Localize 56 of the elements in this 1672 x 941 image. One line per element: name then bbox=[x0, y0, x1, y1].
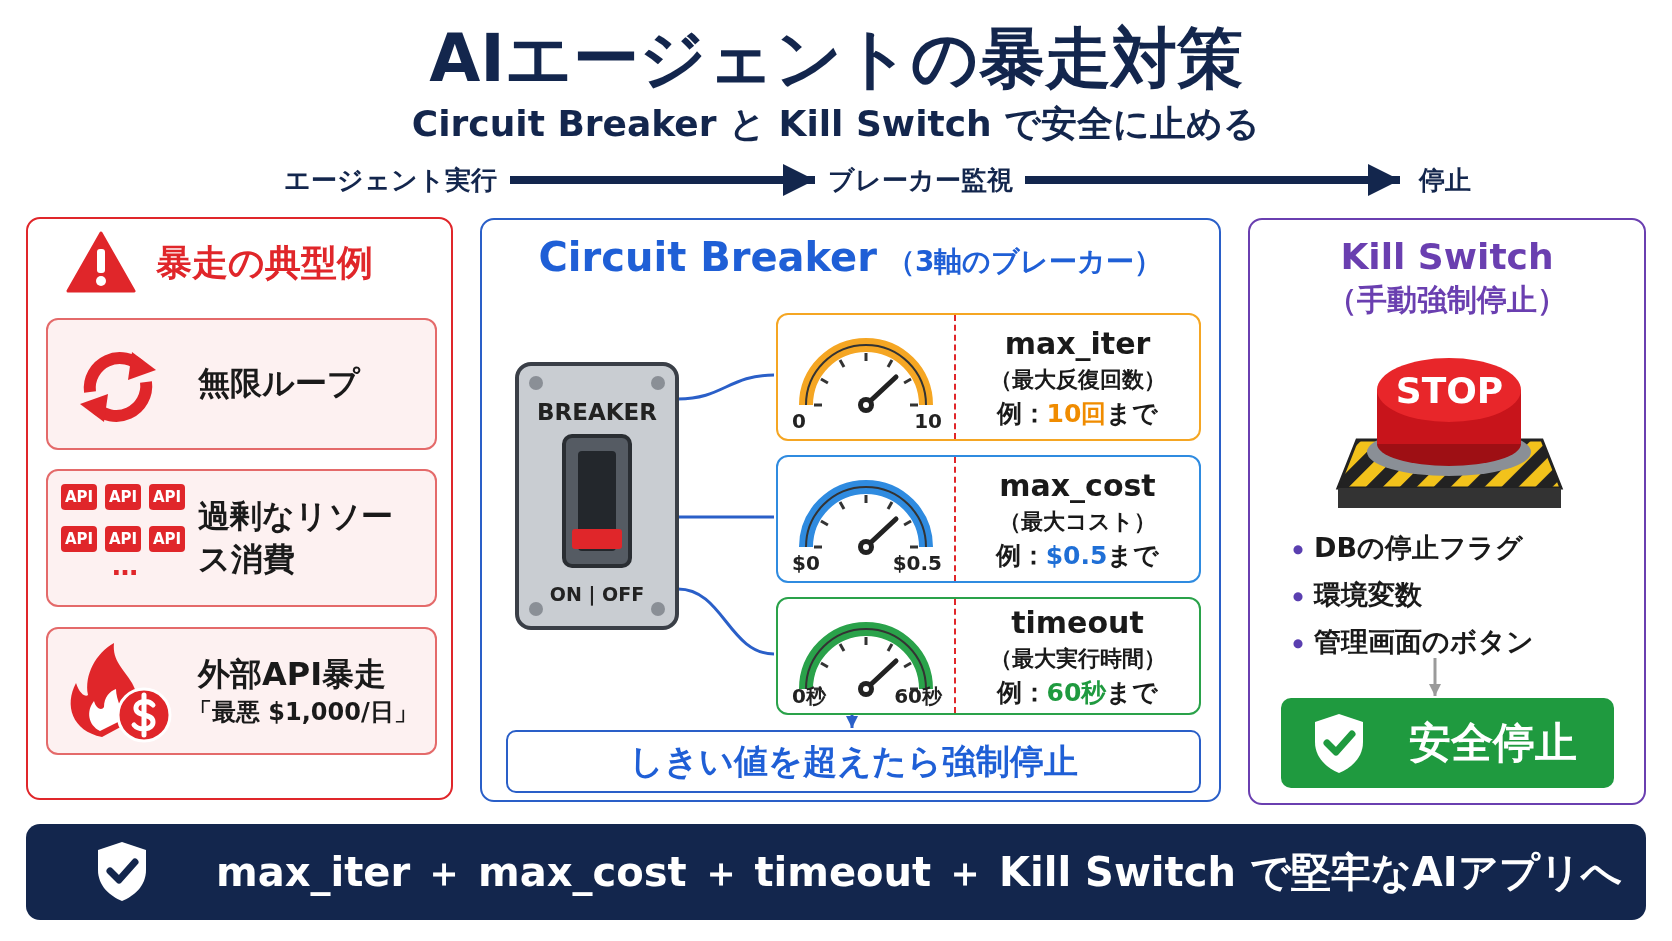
api-label: API bbox=[149, 484, 185, 510]
api-label: API bbox=[149, 526, 185, 552]
example-card bbox=[46, 627, 437, 755]
card-text: 過剰なリソース消費 bbox=[198, 495, 394, 580]
threshold-banner: しきい値を超えたら強制停止 bbox=[506, 730, 1201, 793]
banner-text: max_iter ＋ max_cost ＋ timeout ＋ Kill Switch で堅牢なAIアプリへ bbox=[216, 848, 1623, 898]
api-label: API bbox=[105, 526, 141, 552]
limit-card bbox=[776, 455, 1201, 583]
limit-text: （最大コスト） bbox=[999, 508, 1156, 537]
switch-label: ON | OFF bbox=[548, 583, 646, 605]
step-label: ブレーカー監視 bbox=[815, 160, 1025, 200]
limit-text: （最大反復回数） bbox=[989, 366, 1166, 395]
title: AIエージェントの暴走対策 bbox=[428, 19, 1244, 99]
panel-heading: Kill Switch bbox=[1339, 236, 1555, 277]
summary-banner bbox=[26, 824, 1646, 920]
panel bbox=[26, 217, 453, 800]
tick-label: $0 bbox=[792, 551, 820, 575]
example-card bbox=[46, 318, 437, 450]
subtitle: Circuit Breaker と Kill Switch で安全に止める bbox=[410, 102, 1262, 140]
tick-label: 0秒 bbox=[792, 683, 826, 710]
panel-heading: 暴走の典型例 bbox=[156, 241, 373, 285]
box-text: 安全停止 bbox=[1407, 717, 1578, 769]
connector-line bbox=[678, 515, 774, 519]
tick-label: 10 bbox=[913, 409, 942, 433]
panel bbox=[480, 218, 1221, 802]
example-card bbox=[46, 469, 437, 607]
limit-text: （最大実行時間） bbox=[989, 645, 1166, 674]
arrow bbox=[1429, 658, 1441, 696]
tick-label: $0.5 bbox=[891, 551, 942, 575]
step-label: 停止 bbox=[1400, 160, 1490, 200]
limit-text: 例：$0.5まで bbox=[995, 539, 1160, 572]
api-label: API bbox=[105, 484, 141, 510]
ellipsis-mark: … bbox=[111, 556, 139, 583]
api-label: API bbox=[61, 526, 97, 552]
limit-text: 例：10回まで bbox=[996, 397, 1159, 430]
card-text: 「最悪 $1,000/日」 bbox=[188, 697, 418, 729]
safe-stop-box bbox=[1281, 698, 1614, 788]
limit-card bbox=[776, 597, 1201, 715]
limit-card bbox=[776, 313, 1201, 441]
card-text: 無限ループ bbox=[198, 363, 360, 405]
button-label: STOP bbox=[1394, 370, 1505, 411]
limit-text: timeout bbox=[1011, 604, 1144, 643]
limit-text: max_iter bbox=[1004, 325, 1151, 364]
panel bbox=[1248, 218, 1646, 805]
panel-heading: （3軸のブレーカー） bbox=[887, 244, 1163, 280]
switch-label: BREAKER bbox=[536, 399, 658, 425]
panel-heading: （手動強制停止） bbox=[1326, 281, 1568, 319]
tick-label: 60秒 bbox=[893, 683, 942, 710]
step-label: エージェント実行 bbox=[270, 160, 510, 200]
arrow bbox=[846, 713, 858, 728]
tick-label: 0 bbox=[792, 409, 806, 433]
limit-text: max_cost bbox=[999, 467, 1156, 506]
api-label: API bbox=[61, 484, 97, 510]
panel-heading: Circuit Breaker bbox=[538, 234, 877, 280]
card-text: 外部API暴走 bbox=[198, 654, 387, 696]
limit-text: 例：60秒まで bbox=[996, 676, 1159, 709]
